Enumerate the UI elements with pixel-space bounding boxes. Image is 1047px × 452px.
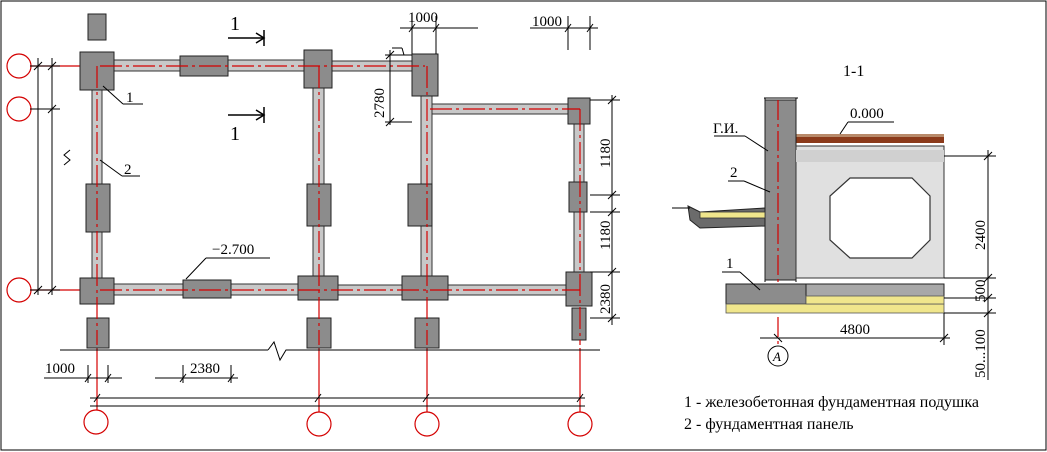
- section-mark-label: 1: [230, 123, 240, 145]
- axis-bubble-a: [767, 345, 789, 367]
- dim-right-mid: 1180: [598, 221, 614, 250]
- axis-a-label: A: [772, 349, 781, 364]
- dim-vertical-top: 2780: [372, 88, 388, 118]
- dim-right-upper: 1180: [598, 139, 614, 168]
- blind-area-sand: [699, 211, 766, 219]
- level-top-label: 0.000: [850, 106, 884, 122]
- axis-bubble: [6, 96, 32, 122]
- section-dimension-lines: [760, 150, 996, 380]
- dim-top-right: 1000: [532, 14, 562, 30]
- pad-corner: [303, 49, 333, 89]
- pad-block: [568, 181, 588, 213]
- pad-block: [87, 13, 107, 41]
- legend: 1 - железобетонная фундаментная подушка …: [684, 392, 979, 436]
- callout-panel-label: 2: [124, 162, 132, 178]
- top-dimension-lines: [385, 16, 620, 325]
- sand-fill: [805, 295, 945, 305]
- pad-corner: [565, 271, 593, 307]
- dim-top-left: 1000: [408, 10, 438, 26]
- floor-slab: [796, 137, 944, 143]
- pad-corner: [567, 97, 591, 125]
- dim-right-lower: 2380: [598, 284, 614, 314]
- dim-sand-bed: 50...100: [973, 329, 989, 378]
- pad-corner: [297, 275, 339, 301]
- panel-top-band: [796, 150, 944, 162]
- section-cut-marks: [228, 30, 266, 123]
- dim-section-width: 4800: [840, 322, 870, 338]
- legend-item-pad: 1 - железобетонная фундаментная подушка: [684, 394, 979, 411]
- section-mark-label: 1: [230, 13, 240, 35]
- section-title: 1-1: [843, 63, 864, 80]
- axis-bubble: [6, 277, 32, 303]
- pad-corner: [411, 53, 439, 97]
- foundation-panels: [91, 59, 585, 296]
- section-callout-pad: 1: [726, 256, 734, 272]
- axis-bubbles-bottom: [83, 348, 593, 437]
- foundation-plan: 1 1 1 2 −2.700: [6, 10, 620, 437]
- section-view: 1-1: [672, 63, 996, 380]
- plan-callout-lines: [99, 85, 270, 280]
- pad-corner: [401, 275, 449, 301]
- axis-bubble: [567, 411, 593, 437]
- insulation-label: Г.И.: [713, 121, 738, 137]
- pad-block: [85, 183, 111, 233]
- left-dimension-lines: [30, 58, 71, 295]
- floor-finish: [796, 134, 944, 137]
- dim-bottom-mid: 2380: [190, 361, 220, 377]
- level-label: −2.700: [212, 242, 254, 258]
- section-callout-panel: 2: [730, 165, 738, 181]
- axis-bubble: [83, 409, 109, 435]
- legend-item-panel: 2 - фундаментная панель: [684, 416, 854, 433]
- callout-pad-label: 1: [126, 90, 134, 106]
- foundation-wall-panel: [764, 99, 797, 281]
- dim-pad-height: 500: [973, 280, 989, 303]
- bottom-dimension-lines: [44, 340, 600, 407]
- pad-block: [86, 317, 110, 349]
- pad-block: [407, 183, 433, 227]
- pad-block: [571, 307, 587, 341]
- axis-bubbles-left: [6, 53, 95, 303]
- axis-lines: [96, 65, 581, 345]
- sand-bed: [725, 303, 945, 314]
- section-callout-lines: [714, 121, 894, 291]
- foundation-pad: [725, 283, 807, 305]
- axis-bubble: [306, 411, 332, 437]
- panel-void: [829, 177, 931, 259]
- dim-bottom-left: 1000: [45, 361, 75, 377]
- axis-bubble: [414, 411, 440, 437]
- dim-section-height: 2400: [973, 220, 989, 250]
- pad-block: [182, 279, 232, 299]
- axis-bubble: [6, 53, 32, 79]
